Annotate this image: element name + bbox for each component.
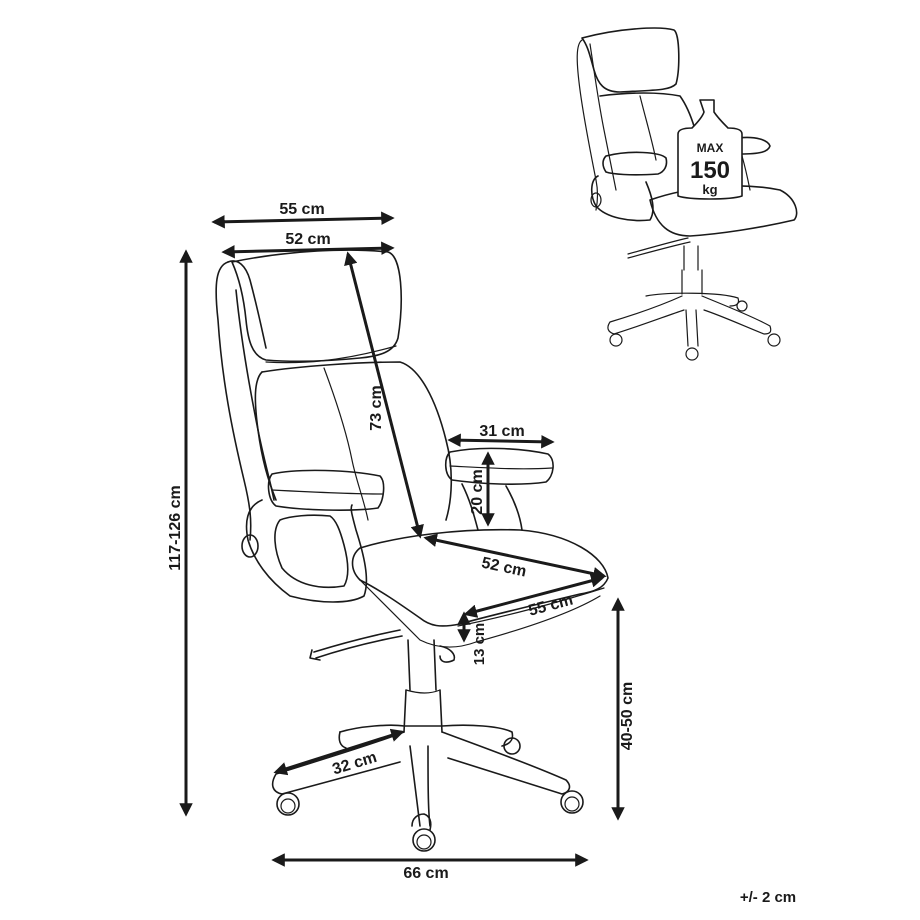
total-height-label: 117-126 cm [167, 485, 184, 570]
armrest-length-arrow [447, 433, 555, 449]
headrest-width-arrow [221, 241, 395, 259]
tolerance-note: +/- 2 cm [740, 889, 796, 906]
seat-thickness-label: 13 cm [471, 623, 488, 666]
seat-depth-arrow [423, 533, 607, 581]
leg-length-arrow [273, 728, 405, 776]
dimension-labels: 55 cm 52 cm 73 cm 31 cm 20 cm 52 cm 55 c… [167, 201, 796, 906]
weight-badge-line3: kg [702, 182, 717, 197]
weight-badge-line1: MAX [697, 141, 724, 155]
backrest-height-label: 73 cm [368, 385, 385, 430]
overall-width-arrow [211, 211, 395, 229]
headrest-width-label: 52 cm [285, 231, 330, 248]
armrest-length-label: 31 cm [479, 423, 524, 440]
seat-width-arrow [463, 574, 605, 618]
seat-height-label: 40-50 cm [619, 682, 636, 751]
weight-capacity-illustration: MAX 150 kg [576, 27, 798, 361]
armrest-height-label: 20 cm [469, 469, 486, 514]
weight-badge-line2: 150 [690, 157, 730, 184]
base-diameter-label: 66 cm [403, 865, 448, 882]
backrest-height-arrow [344, 251, 424, 539]
main-chair-drawing [215, 249, 609, 852]
dimension-lines [179, 211, 625, 867]
overall-width-label: 55 cm [279, 201, 324, 218]
